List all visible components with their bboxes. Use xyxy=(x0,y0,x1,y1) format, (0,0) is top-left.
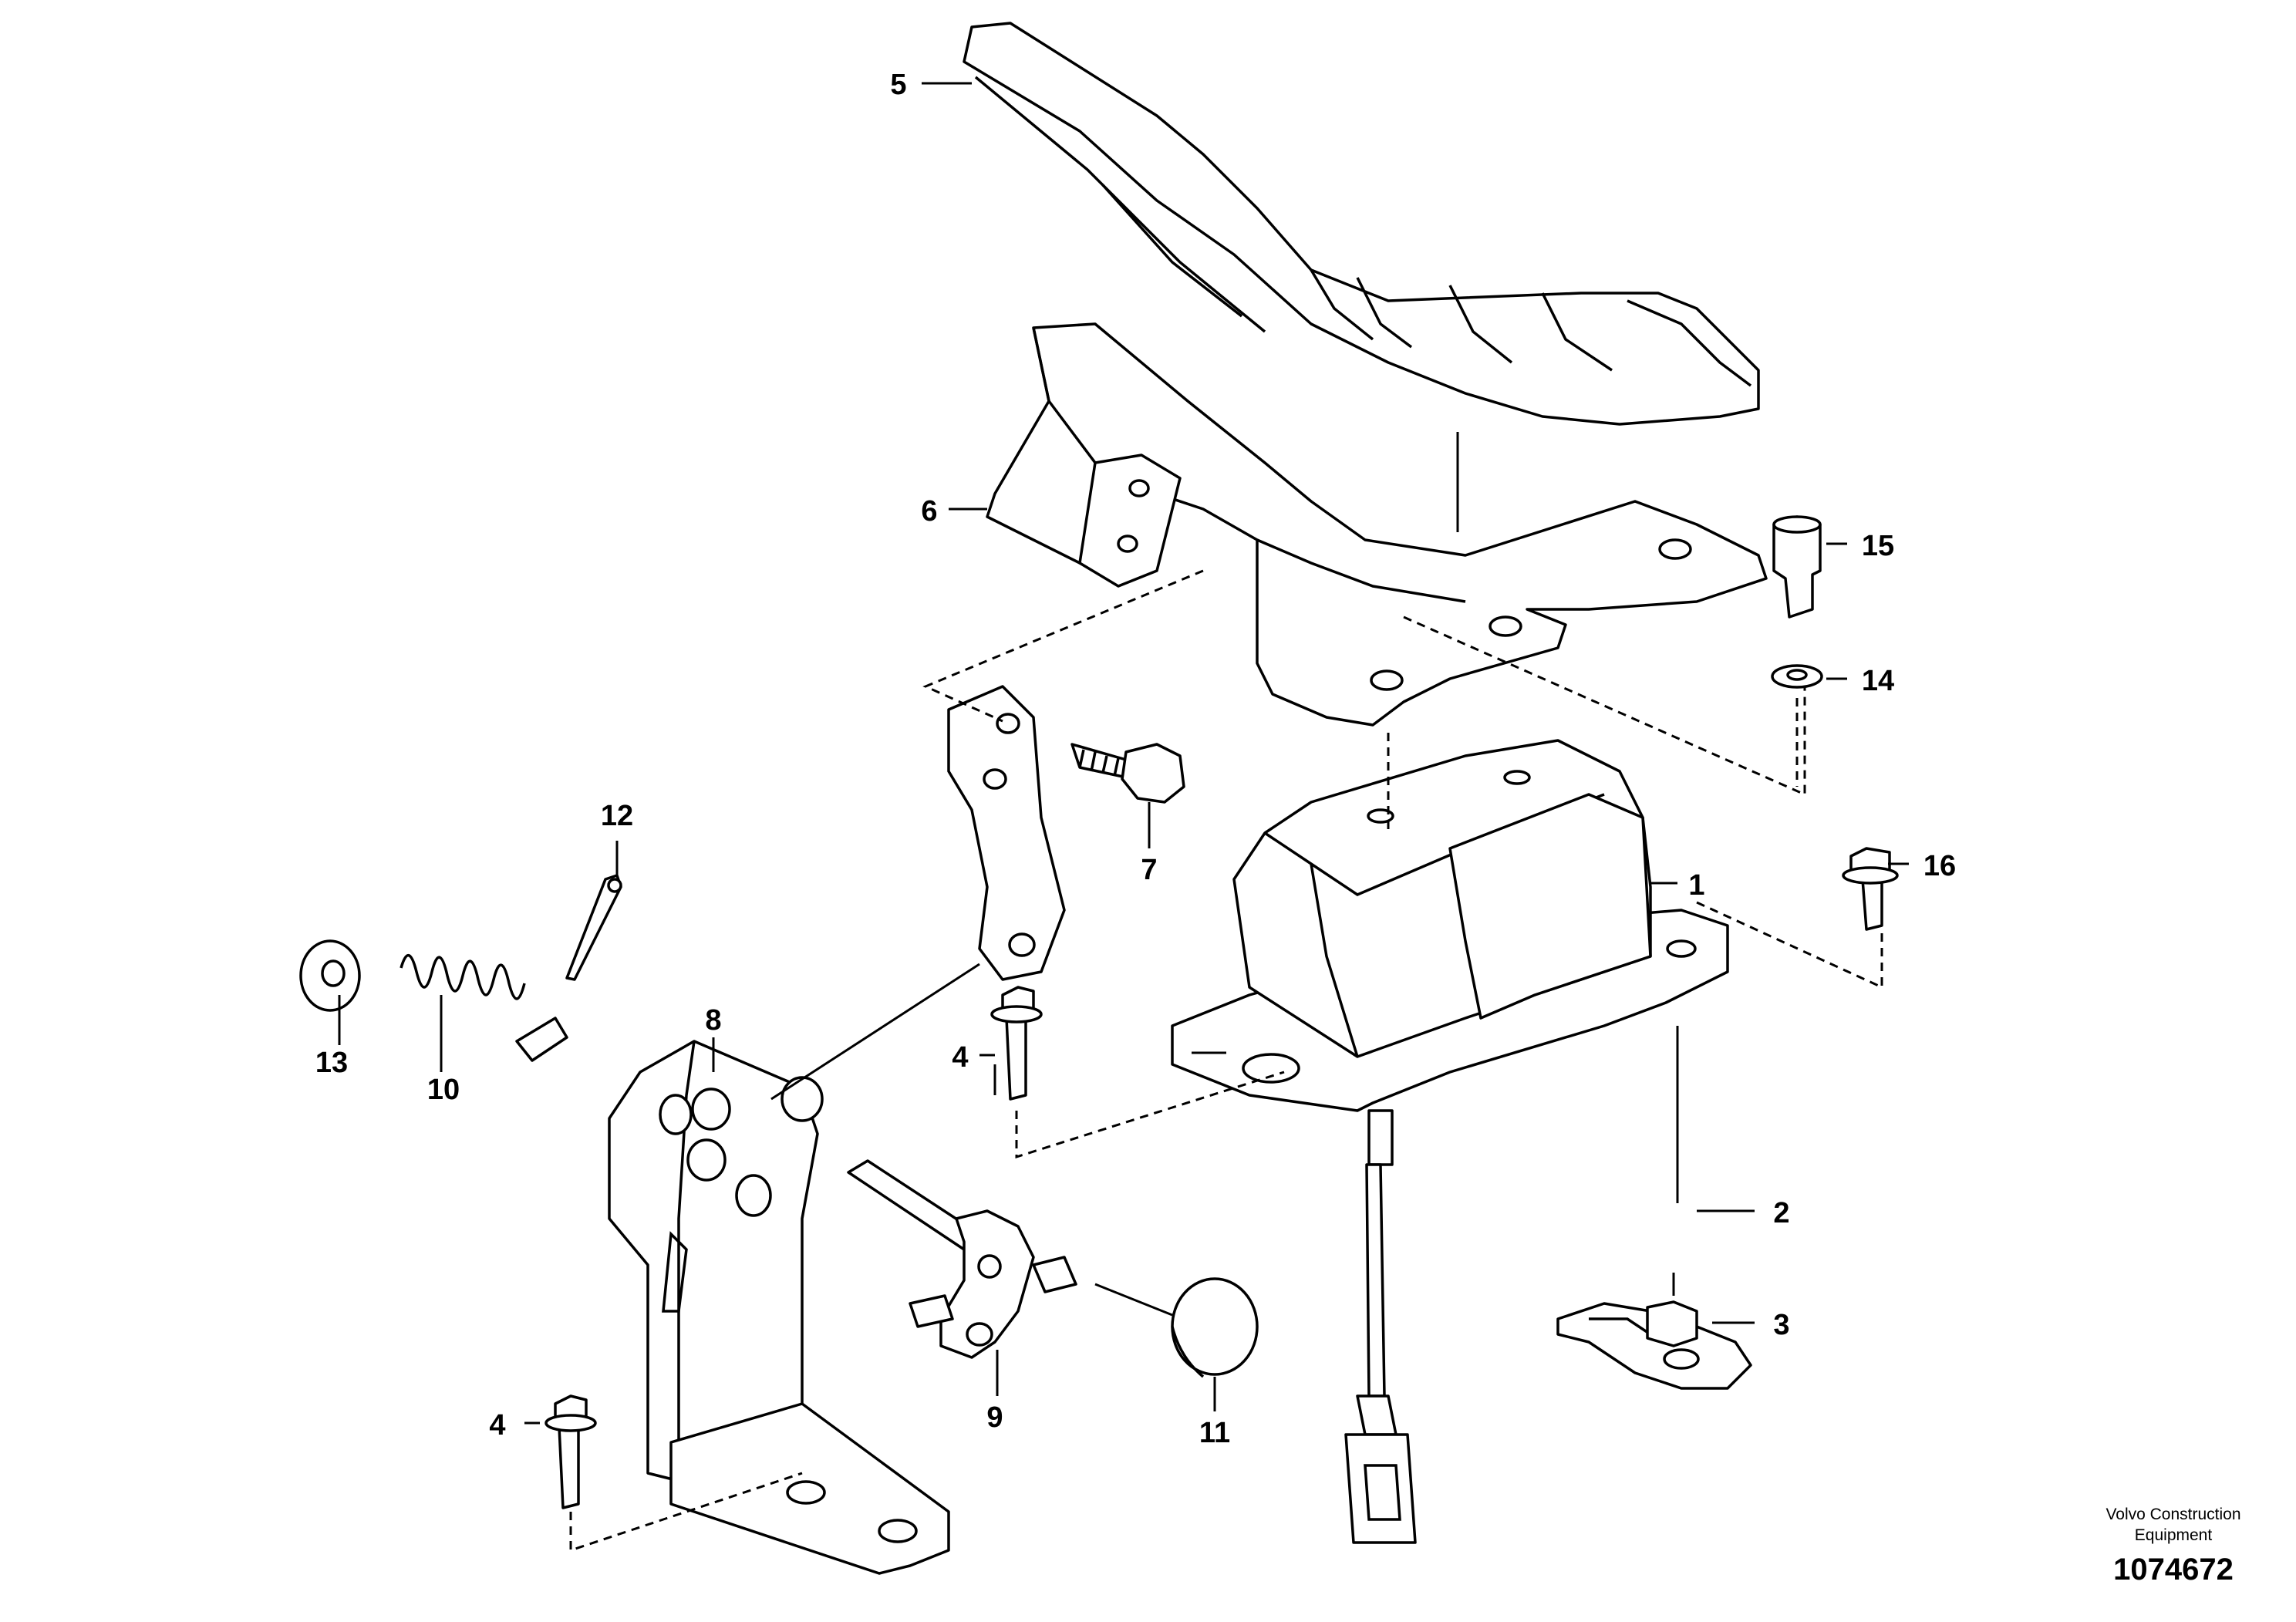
part-4-flange-bolt-lower xyxy=(544,1394,597,1509)
callout-1: 1 xyxy=(1688,869,1704,902)
part-3-nut-lower xyxy=(1641,1296,1704,1357)
part-11-cap xyxy=(1171,1277,1259,1378)
assembly-dashed-lines xyxy=(569,569,1883,1553)
callout-leader-lines xyxy=(338,82,1909,1425)
part-3-nut xyxy=(1646,1300,1698,1347)
callout-14: 14 xyxy=(1862,665,1894,697)
callout-4-lower: 4 xyxy=(489,1409,505,1442)
callout-16: 16 xyxy=(1923,850,1956,882)
callout-7: 7 xyxy=(1141,854,1157,886)
callout-9: 9 xyxy=(986,1401,1003,1434)
part-9-pivot-lever xyxy=(847,1159,1077,1359)
callout-2: 2 xyxy=(1773,1197,1789,1229)
part-14-washer xyxy=(1771,664,1823,689)
part-10-spring xyxy=(400,954,526,1000)
callout-labels: 5 6 15 14 7 16 1 12 8 4 13 10 2 3 9 11 4 xyxy=(315,69,1956,1449)
callout-10: 10 xyxy=(427,1074,460,1106)
callout-8: 8 xyxy=(705,1004,721,1037)
part-4-flange-bolt-upper xyxy=(990,986,1043,1101)
part-2-sensor-arm xyxy=(1556,1302,1752,1390)
cable-and-connector xyxy=(1344,1163,1417,1544)
callout-12: 12 xyxy=(601,800,633,832)
callout-13: 13 xyxy=(315,1047,348,1079)
part-12-pin xyxy=(515,874,622,1062)
part-13-washer xyxy=(299,939,361,1012)
callout-11: 11 xyxy=(1199,1417,1230,1449)
callout-15: 15 xyxy=(1862,530,1894,562)
part-5-pedal-pad xyxy=(963,22,1760,426)
callout-5: 5 xyxy=(890,69,906,101)
footer-company-line2: Equipment xyxy=(2135,1526,2213,1544)
callout-4-upper: 4 xyxy=(952,1041,968,1074)
drawing-footer: Volvo Construction Equipment 1074672 xyxy=(2106,1506,2240,1587)
drawing-number: 1074672 xyxy=(2113,1553,2234,1587)
part-16-flange-bolt xyxy=(1842,847,1899,931)
part-7-mounting-plate-and-bolt xyxy=(947,685,1185,981)
footer-company-line1: Volvo Construction xyxy=(2106,1506,2240,1523)
part-1-sensor-unit xyxy=(1171,739,1729,1166)
part-15-cap-screw xyxy=(1772,515,1822,619)
part-8-lever-bracket xyxy=(608,1040,950,1575)
part-6-pedal-bracket xyxy=(986,322,1768,727)
callout-3: 3 xyxy=(1773,1309,1789,1341)
callout-6: 6 xyxy=(921,495,937,528)
